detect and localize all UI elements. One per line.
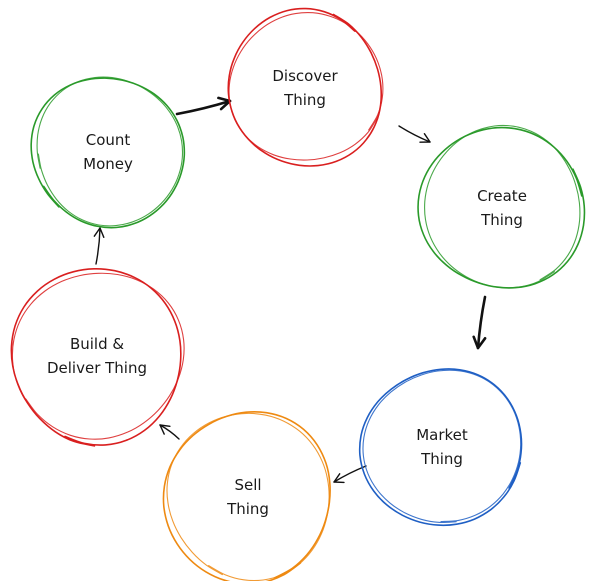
arrow-build-count-shaft bbox=[95, 227, 101, 265]
node-discover-label-line: Discover bbox=[272, 67, 338, 85]
arrow-create-market-shaft bbox=[476, 295, 487, 350]
node-count-circle-stroke bbox=[36, 76, 184, 227]
node-build: Build & Deliver Thing bbox=[10, 267, 185, 447]
node-market-circle bbox=[358, 368, 523, 527]
node-discover-circle bbox=[227, 7, 383, 167]
arrow-count-discover bbox=[175, 96, 232, 116]
node-market-label-line: Thing bbox=[420, 450, 463, 468]
node-build-circle-stroke bbox=[11, 272, 185, 440]
arrow-create-market bbox=[472, 295, 487, 350]
node-build-label-line: Deliver Thing bbox=[47, 359, 147, 377]
arrow-sell-build bbox=[159, 424, 180, 440]
node-sell-circle-stroke bbox=[166, 412, 330, 581]
node-create-label-line: Create bbox=[477, 187, 527, 205]
node-discover-circle-stroke bbox=[228, 11, 384, 161]
node-market-label-line: Market bbox=[416, 426, 468, 444]
arrow-create-market-head bbox=[472, 335, 487, 350]
node-discover-label-line: Thing bbox=[283, 91, 326, 109]
edges-layer bbox=[93, 96, 487, 484]
node-build-label-line: Build & bbox=[70, 335, 124, 353]
arrow-discover-create bbox=[398, 125, 431, 143]
node-create-label-line: Thing bbox=[480, 211, 523, 229]
node-count-label-line: Money bbox=[83, 155, 133, 173]
node-sell-label-line: Sell bbox=[234, 476, 261, 494]
arrow-sell-build-head bbox=[159, 424, 171, 435]
node-create-circle bbox=[417, 126, 586, 289]
node-sell-circle bbox=[162, 411, 331, 581]
arrow-build-count bbox=[93, 227, 105, 265]
node-build-circle bbox=[10, 267, 182, 447]
arrow-discover-create-head bbox=[419, 133, 431, 143]
node-count-circle bbox=[30, 77, 186, 229]
nodes-layer: DiscoverThingCreateThingMarketThingSellT… bbox=[10, 7, 586, 581]
arrow-market-sell bbox=[333, 465, 367, 484]
arrow-discover-create-shaft bbox=[398, 125, 431, 143]
arrow-count-discover-shaft bbox=[175, 99, 232, 116]
node-market-circle-stroke bbox=[362, 369, 522, 523]
node-sell-label-line: Thing bbox=[226, 500, 269, 518]
arrow-build-count-head bbox=[93, 227, 105, 238]
arrow-market-sell-head bbox=[333, 473, 345, 484]
arrow-market-sell-shaft bbox=[333, 465, 367, 483]
node-count-label-line: Count bbox=[86, 131, 131, 149]
node-create-circle-stroke bbox=[424, 124, 581, 289]
arrow-sell-build-shaft bbox=[159, 424, 180, 440]
